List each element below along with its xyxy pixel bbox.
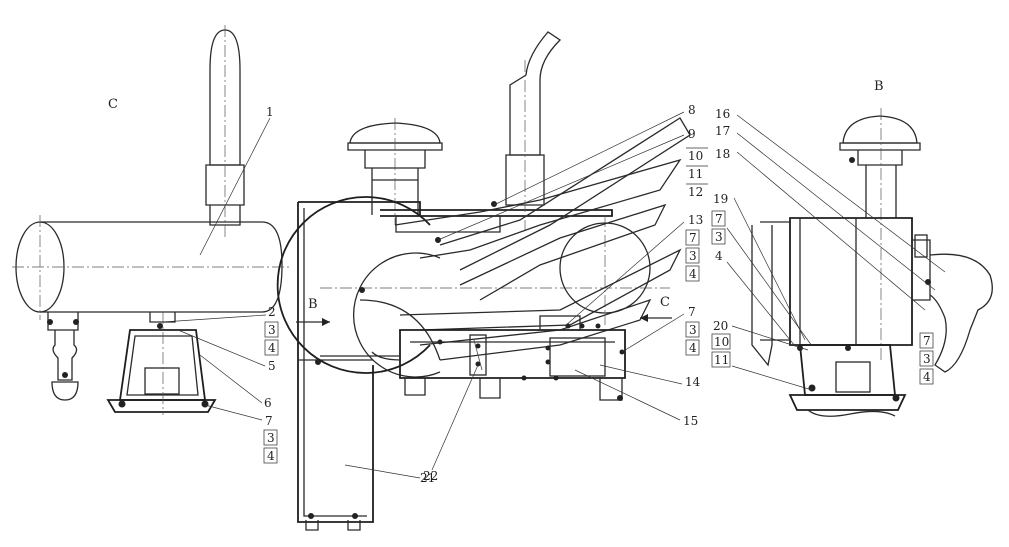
left-pipe-flange (205, 164, 245, 206)
callout-7e: 7 (923, 334, 931, 348)
callout-10: 10 (688, 149, 703, 163)
right-filter-body (789, 217, 913, 346)
callout-4: 4 (268, 341, 276, 355)
center-view: B C 8 9 10 11 12 13 7 3 4 7 3 4 14 15 21 (276, 31, 708, 531)
callout-3c: 3 (689, 249, 697, 263)
callout-3f: 3 (923, 352, 931, 366)
callout-3: 3 (268, 323, 276, 337)
callout-7d: 7 (715, 212, 723, 226)
callout-4c: 4 (689, 267, 697, 281)
left-view-label: C (108, 97, 118, 112)
arrow-b-label: B (308, 297, 318, 312)
callout-9: 9 (688, 127, 696, 141)
callout-15: 15 (683, 414, 698, 428)
callout-20: 20 (713, 319, 728, 333)
center-filter-housing (276, 196, 431, 374)
callout-22: 22 (423, 469, 438, 483)
right-view-b: B 16 17 18 19 (711, 79, 993, 417)
callout-4f: 4 (923, 370, 931, 384)
callout-3d: 3 (689, 323, 697, 337)
callout-8: 8 (688, 103, 696, 117)
callout-5: 5 (268, 359, 276, 373)
callout-21: 21 (420, 471, 435, 485)
callout-4e: 4 (715, 249, 723, 263)
center-base-tray (399, 329, 626, 379)
left-exhaust-pipe (209, 29, 241, 166)
right-outlet-elbow (929, 253, 993, 373)
center-exhaust-pipe (509, 31, 562, 156)
callout-7b: 7 (689, 231, 697, 245)
right-view-label: B (874, 79, 884, 94)
callout-12: 12 (688, 185, 703, 199)
callout-3b: 3 (267, 431, 275, 445)
callout-11: 11 (688, 167, 703, 181)
callout-4b: 4 (267, 449, 275, 463)
side-panel (297, 202, 374, 523)
callout-13: 13 (688, 213, 703, 227)
callout-10b: 10 (714, 335, 729, 349)
callout-4d: 4 (689, 341, 697, 355)
callout-7: 7 (265, 414, 273, 428)
callout-1: 1 (266, 105, 274, 119)
right-filter-cap (842, 115, 918, 144)
left-view-c: C 1 2 3 4 5 6 7 3 4 (12, 25, 290, 464)
callout-7c: 7 (688, 305, 696, 319)
arrow-c-label: C (660, 295, 670, 310)
callout-18: 18 (715, 147, 730, 161)
callout-11b: 11 (714, 353, 729, 367)
left-muffler-body (40, 221, 283, 313)
callout-14: 14 (685, 375, 701, 389)
callout-16: 16 (715, 107, 730, 121)
callout-19: 19 (713, 192, 728, 206)
callout-2: 2 (268, 305, 276, 319)
callout-17: 17 (715, 124, 730, 138)
callout-3e: 3 (715, 230, 723, 244)
callout-6: 6 (264, 396, 272, 410)
